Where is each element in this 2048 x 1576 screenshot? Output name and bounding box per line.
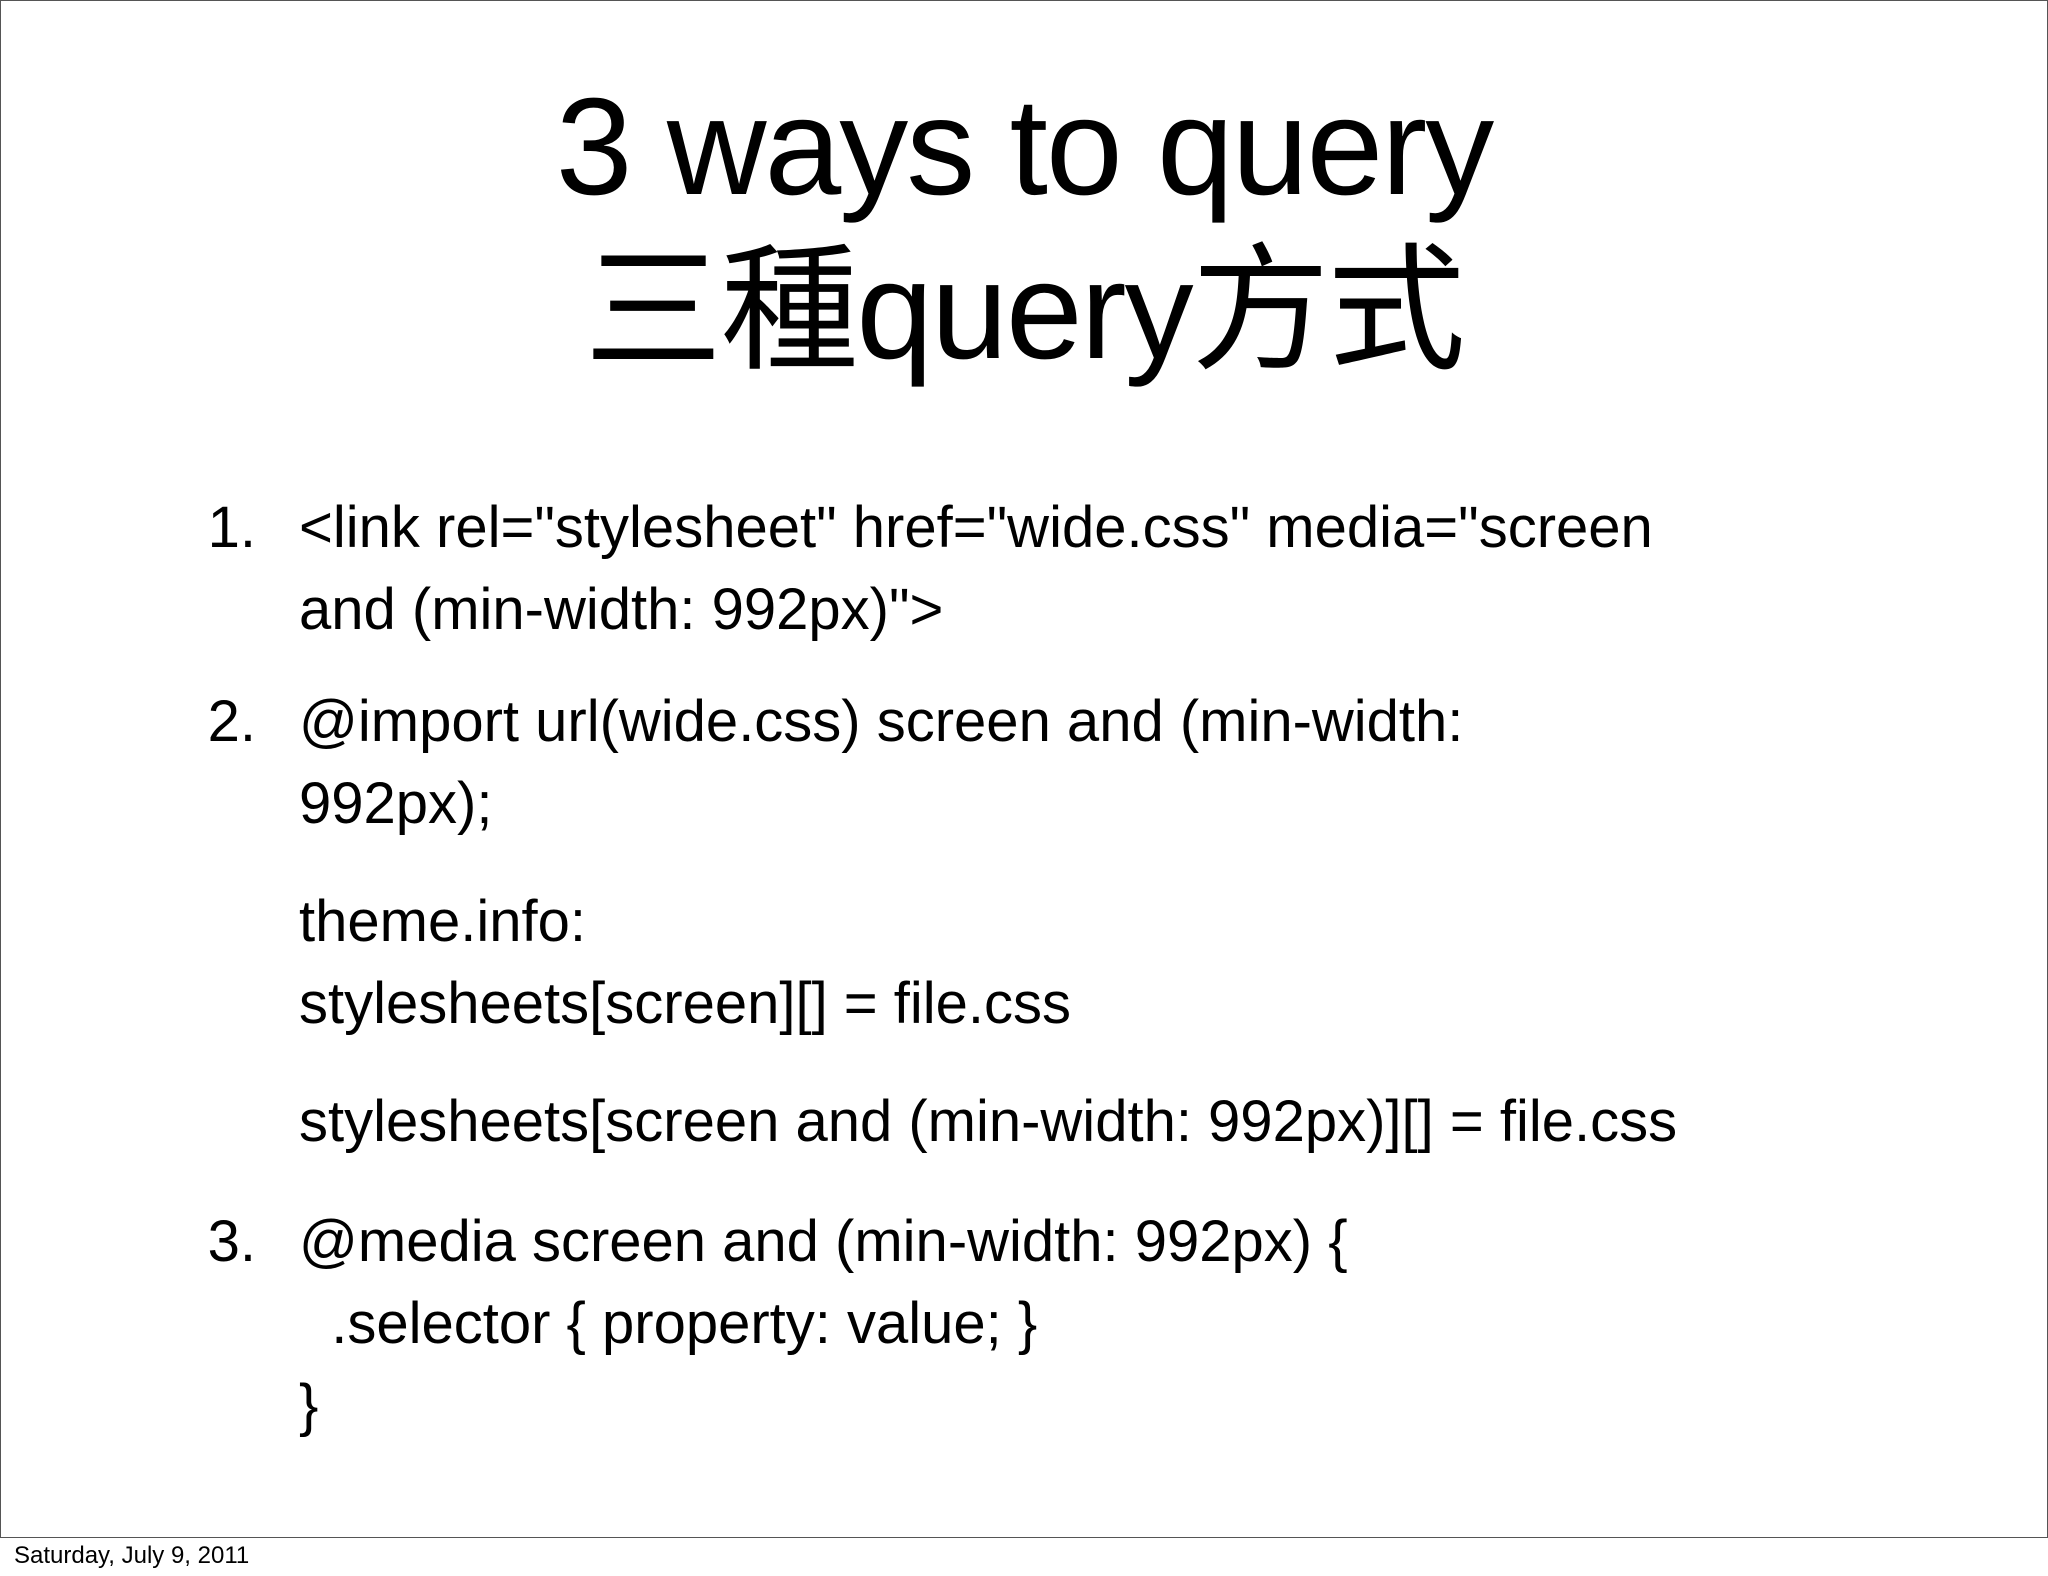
list-item-content: theme.info: stylesheets[screen][] = file…: [299, 881, 1071, 1045]
slide-title: 3 ways to query: [555, 70, 1494, 224]
code-line: @import url(wide.css) screen and (min-wi…: [299, 689, 1464, 754]
code-line: stylesheets[screen][] = file.css: [299, 971, 1072, 1036]
code-line: 992px);: [299, 771, 493, 836]
list-item-content: <link rel="stylesheet" href="wide.css" m…: [299, 487, 1653, 651]
code-line: and (min-width: 992px)">: [299, 577, 944, 642]
code-line: .selector { property: value; }: [299, 1291, 1038, 1356]
code-line: stylesheets[screen and (min-width: 992px…: [299, 1089, 1678, 1154]
list-number: 2.: [207, 689, 256, 754]
code-line: }: [299, 1373, 319, 1438]
footer-date: Saturday, July 9, 2011: [14, 1542, 250, 1569]
list-item-content: @import url(wide.css) screen and (min-wi…: [299, 681, 1463, 845]
slide: 3 ways to query 三種query方式 1. <link rel="…: [0, 0, 2048, 1538]
code-line: theme.info:: [299, 889, 586, 954]
slide-subtitle: 三種query方式: [584, 234, 1465, 388]
list-item-content: stylesheets[screen and (min-width: 992px…: [299, 1081, 1677, 1163]
code-line: @media screen and (min-width: 992px) {: [299, 1209, 1348, 1274]
list-number: 3.: [207, 1209, 256, 1274]
code-line: <link rel="stylesheet" href="wide.css" m…: [299, 495, 1653, 560]
list-item-content: @media screen and (min-width: 992px) { .…: [299, 1201, 1348, 1447]
list-number: 1.: [207, 495, 256, 560]
